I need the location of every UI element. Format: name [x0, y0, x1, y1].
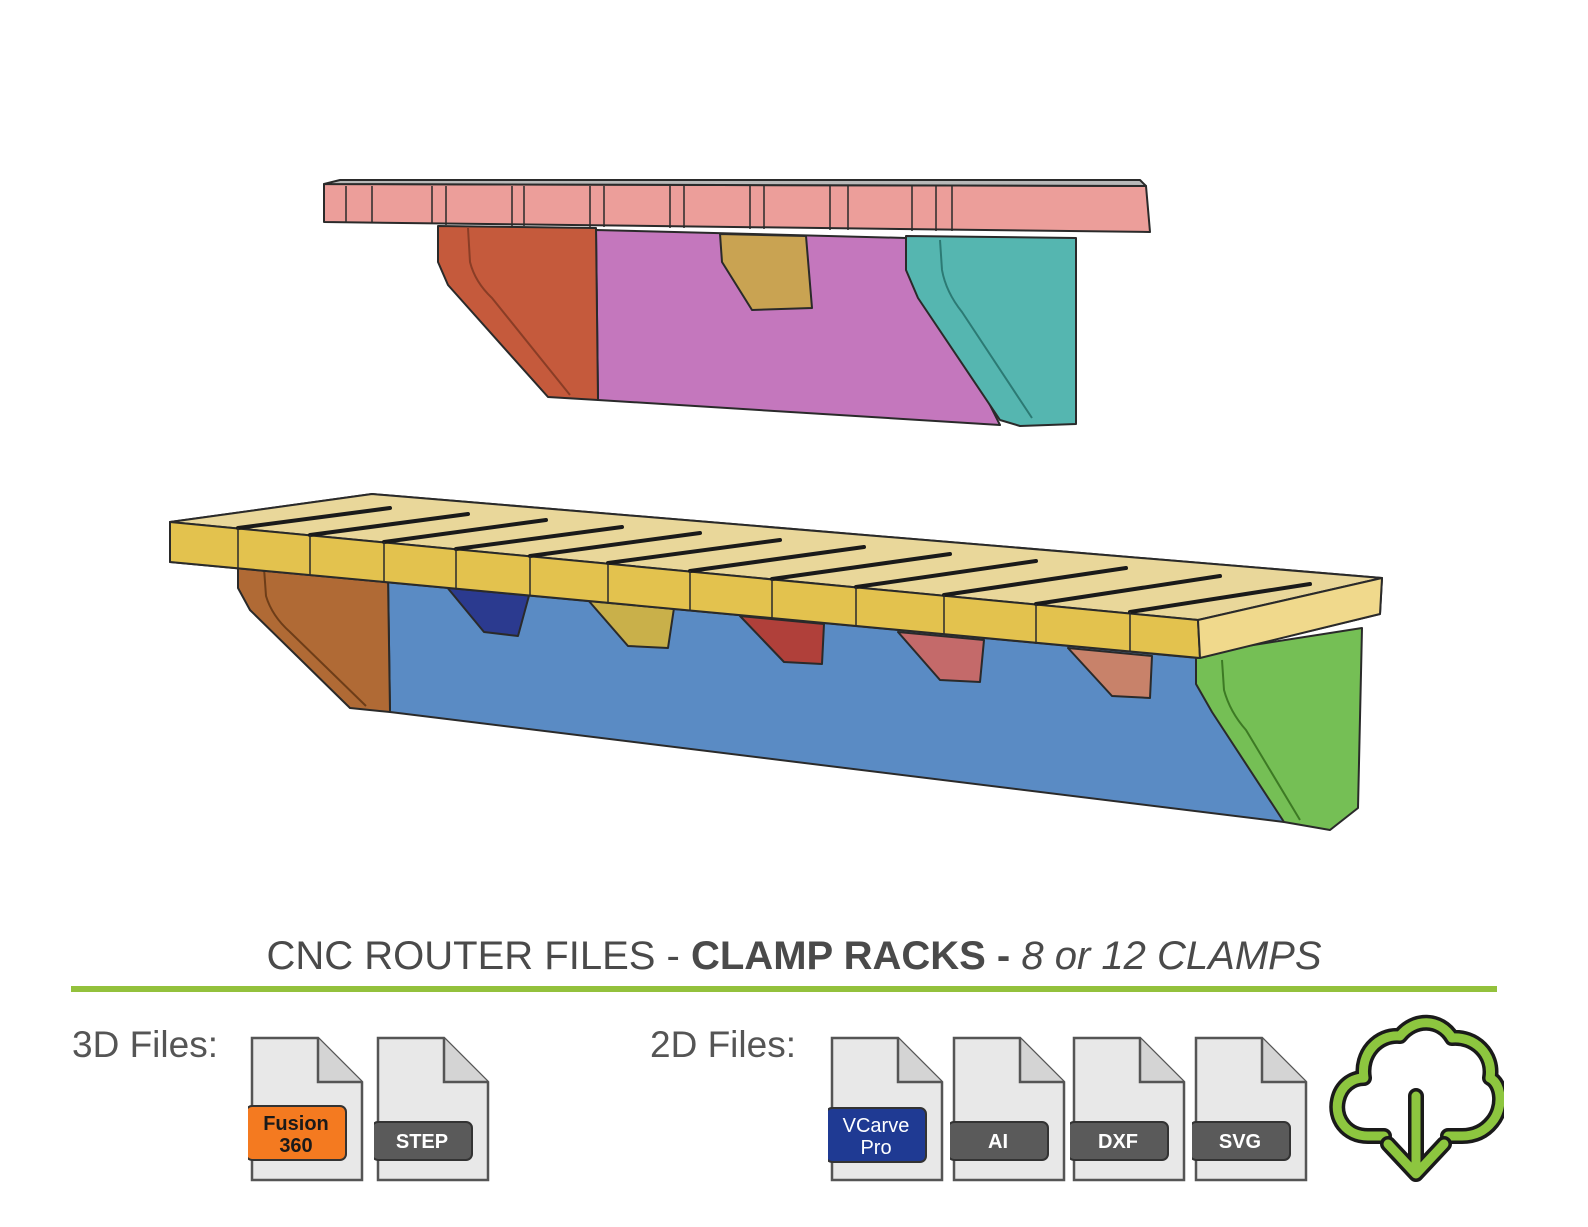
small-clamp-rack [323, 179, 1151, 427]
large-rack-hook-5 [1067, 647, 1153, 699]
small-rack-left-bracket [437, 225, 599, 401]
dxf-label: DXF [1098, 1131, 1138, 1153]
title-prefix: CNC ROUTER FILES - [266, 934, 691, 978]
files-2d-label: 2D Files: [650, 1024, 796, 1065]
vcarve-pro-file-icon[interactable]: VCarve Pro [828, 1034, 946, 1184]
step-file-icon[interactable]: STEP [374, 1034, 492, 1184]
fusion-360-label-line1: Fusion [263, 1113, 329, 1135]
large-clamp-rack [169, 493, 1383, 831]
fusion-360-label-line2: 360 [279, 1135, 312, 1157]
large-rack-left-bracket [237, 563, 391, 713]
vcarve-label-line1: VCarve [843, 1115, 910, 1137]
step-label: STEP [396, 1131, 448, 1153]
dxf-file-icon[interactable]: DXF [1070, 1034, 1188, 1184]
title-bold: CLAMP RACKS - [690, 934, 1022, 978]
clamp-racks-illustration [169, 179, 1383, 831]
ai-file-icon[interactable]: AI [950, 1034, 1068, 1184]
large-rack-right-bracket [1195, 627, 1363, 831]
small-rack-top-shelf [323, 183, 1151, 233]
fusion-360-file-icon[interactable]: Fusion 360 [248, 1034, 366, 1184]
small-rack-center-hook [719, 233, 813, 311]
ai-label: AI [988, 1131, 1008, 1153]
large-rack-hook-4 [897, 631, 985, 683]
vcarve-label-line2: Pro [860, 1137, 891, 1159]
svg-label: SVG [1219, 1131, 1261, 1153]
files-3d-label: 3D Files: [72, 1024, 218, 1065]
small-rack-right-bracket [905, 235, 1077, 427]
page-title: CNC ROUTER FILES - CLAMP RACKS - 8 or 12… [0, 930, 1588, 982]
svg-file-icon[interactable]: SVG [1192, 1034, 1310, 1184]
title-italic: 8 or 12 CLAMPS [1021, 934, 1322, 978]
green-divider [71, 986, 1497, 992]
cloud-download-icon[interactable] [1328, 1012, 1504, 1188]
